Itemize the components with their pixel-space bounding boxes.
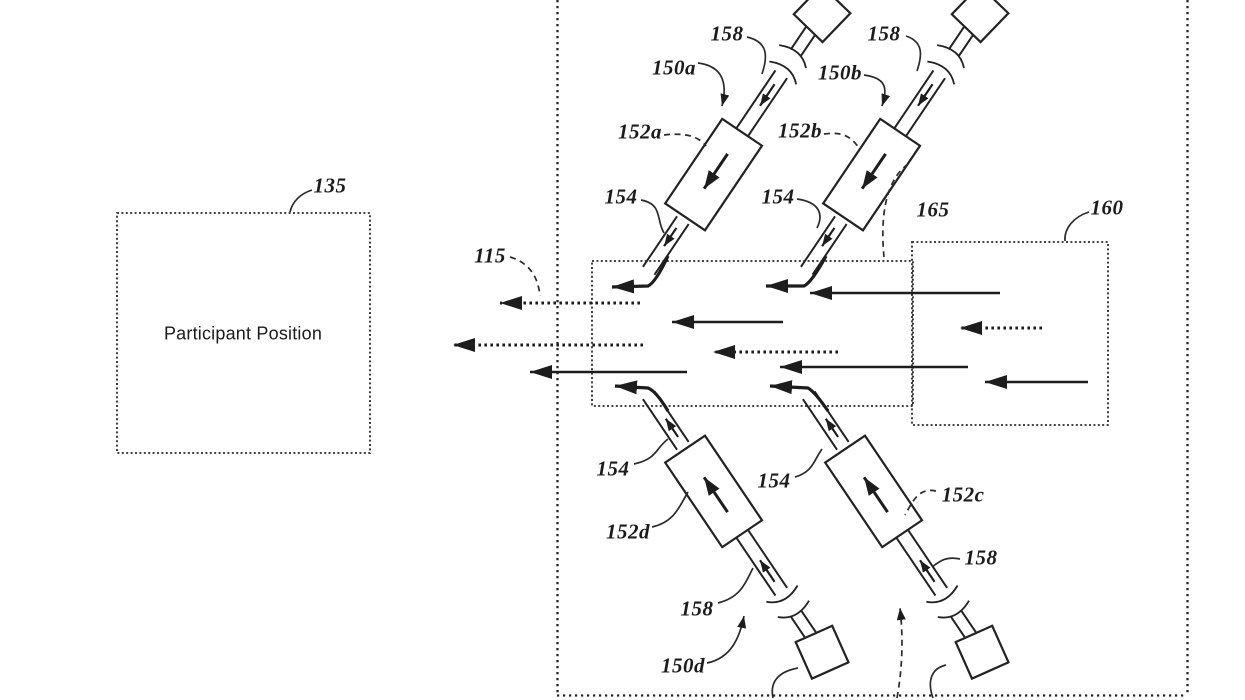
ref-label-158-tl: 158	[710, 21, 744, 46]
ref-label-154-tr: 154	[761, 184, 795, 209]
leader-lines	[289, 35, 1090, 699]
ref-label-154-br: 154	[757, 468, 791, 493]
ref-label-158-br: 158	[964, 545, 998, 570]
ref-label-158-tr: 158	[867, 21, 901, 46]
ref-label-165: 165	[916, 197, 950, 222]
ref-label-154-tl: 154	[604, 184, 638, 209]
ref-label-152b: 152b	[778, 118, 822, 143]
participant-position-label: Participant Position	[163, 323, 323, 344]
enclosure-boundary	[556, 0, 1189, 697]
ref-label-152a: 152a	[618, 119, 662, 144]
ref-label-152d: 152d	[606, 519, 650, 544]
duct-box-165	[591, 260, 914, 407]
ref-label-150b: 150b	[818, 60, 862, 85]
flow-arrows	[453, 255, 1088, 412]
ref-label-135: 135	[313, 173, 347, 198]
ref-label-160: 160	[1090, 195, 1124, 220]
ref-label-150d: 150d	[661, 653, 705, 678]
ref-label-154-bl: 154	[596, 456, 630, 481]
unit-box-160	[911, 241, 1109, 426]
ref-label-158-bl: 158	[680, 596, 714, 621]
ref-label-150a: 150a	[652, 55, 696, 80]
ref-label-152c: 152c	[941, 482, 985, 507]
ref-label-115: 115	[474, 243, 506, 268]
